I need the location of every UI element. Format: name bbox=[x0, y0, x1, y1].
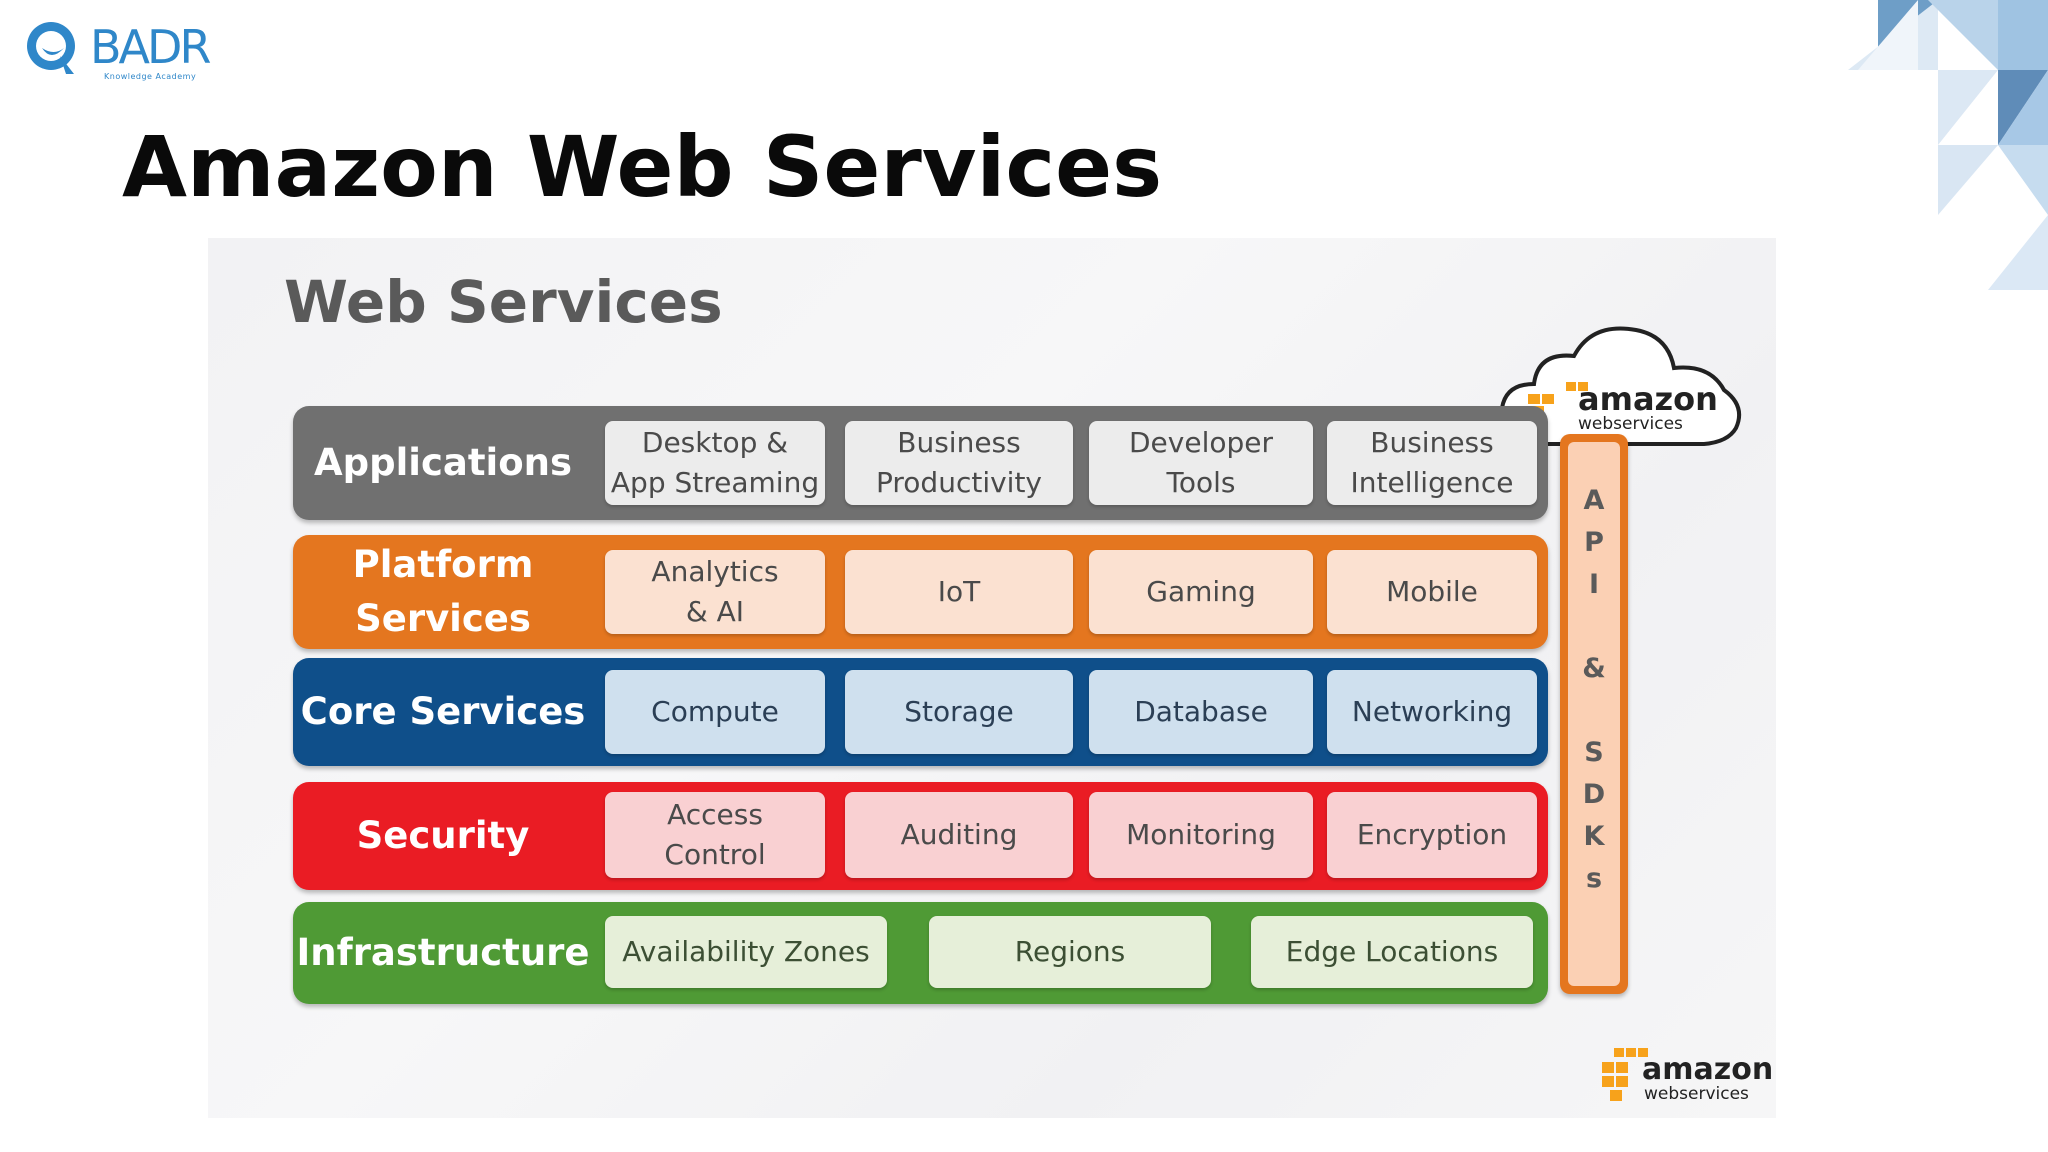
service-box: Business Intelligence bbox=[1327, 421, 1537, 505]
layer-applications: Applications Desktop & App Streaming Bus… bbox=[293, 406, 1548, 520]
badr-logo: BADR Knowledge Academy bbox=[24, 16, 214, 86]
api-letter: A bbox=[1583, 485, 1605, 516]
api-letter: K bbox=[1583, 821, 1605, 852]
layer-security: Security Access Control Auditing Monitor… bbox=[293, 782, 1548, 890]
service-box: Encryption bbox=[1327, 792, 1537, 878]
cloud-aws-sub: webservices bbox=[1578, 414, 1683, 434]
service-box: Access Control bbox=[605, 792, 825, 878]
api-sdks-label: A P I & S D K s bbox=[1560, 480, 1628, 900]
layer-label: Core Services bbox=[300, 690, 586, 733]
aws-services-diagram: Web Services amazon webservices A P I & … bbox=[208, 238, 1776, 1118]
api-letter bbox=[1560, 690, 1628, 732]
api-letter: P bbox=[1584, 527, 1604, 558]
api-sdks-bar: A P I & S D K s bbox=[1560, 434, 1628, 994]
service-box: Desktop & App Streaming bbox=[605, 421, 825, 505]
aws-cloud-logo bbox=[1499, 326, 1741, 446]
layer-label: Platform Services bbox=[352, 543, 534, 640]
layer-label: Infrastructure bbox=[296, 931, 590, 974]
api-letter: D bbox=[1582, 779, 1606, 810]
service-box: IoT bbox=[845, 550, 1073, 634]
service-box: Database bbox=[1089, 670, 1313, 754]
api-letter: & bbox=[1582, 653, 1606, 684]
service-box: Mobile bbox=[1327, 550, 1537, 634]
service-box: Regions bbox=[929, 916, 1211, 988]
layer-label: Security bbox=[356, 814, 530, 857]
service-box: Availability Zones bbox=[605, 916, 887, 988]
footer-aws-word: amazon bbox=[1642, 1052, 1774, 1087]
service-box: Analytics & AI bbox=[605, 550, 825, 634]
layer-core-services: Core Services Compute Storage Database N… bbox=[293, 658, 1548, 766]
footer-aws-sub: webservices bbox=[1644, 1084, 1749, 1104]
logo-wordmark: BADR bbox=[90, 20, 211, 74]
decorative-triangles bbox=[1848, 0, 2048, 290]
service-box: Compute bbox=[605, 670, 825, 754]
api-letter bbox=[1560, 606, 1628, 648]
service-box: Storage bbox=[845, 670, 1073, 754]
badr-logo-icon bbox=[27, 22, 75, 74]
api-letter: s bbox=[1585, 863, 1603, 894]
api-letter: S bbox=[1584, 737, 1604, 768]
logo-tagline: Knowledge Academy bbox=[104, 72, 197, 81]
layer-label: Applications bbox=[313, 441, 573, 484]
aws-boxes-icon bbox=[1602, 1048, 1648, 1101]
cloud-aws-word: amazon bbox=[1578, 380, 1718, 418]
layer-infrastructure: Infrastructure Availability Zones Region… bbox=[293, 902, 1548, 1004]
service-box: Networking bbox=[1327, 670, 1537, 754]
service-box: Business Productivity bbox=[845, 421, 1073, 505]
slide-title: Amazon Web Services bbox=[122, 118, 1163, 216]
service-box: Developer Tools bbox=[1089, 421, 1313, 505]
layer-platform-services: Platform Services Analytics & AI IoT Gam… bbox=[293, 535, 1548, 649]
service-box: Auditing bbox=[845, 792, 1073, 878]
figure-title: Web Services bbox=[284, 268, 723, 336]
service-box: Monitoring bbox=[1089, 792, 1313, 878]
service-box: Edge Locations bbox=[1251, 916, 1533, 988]
service-box: Gaming bbox=[1089, 550, 1313, 634]
api-letter: I bbox=[1588, 569, 1600, 600]
